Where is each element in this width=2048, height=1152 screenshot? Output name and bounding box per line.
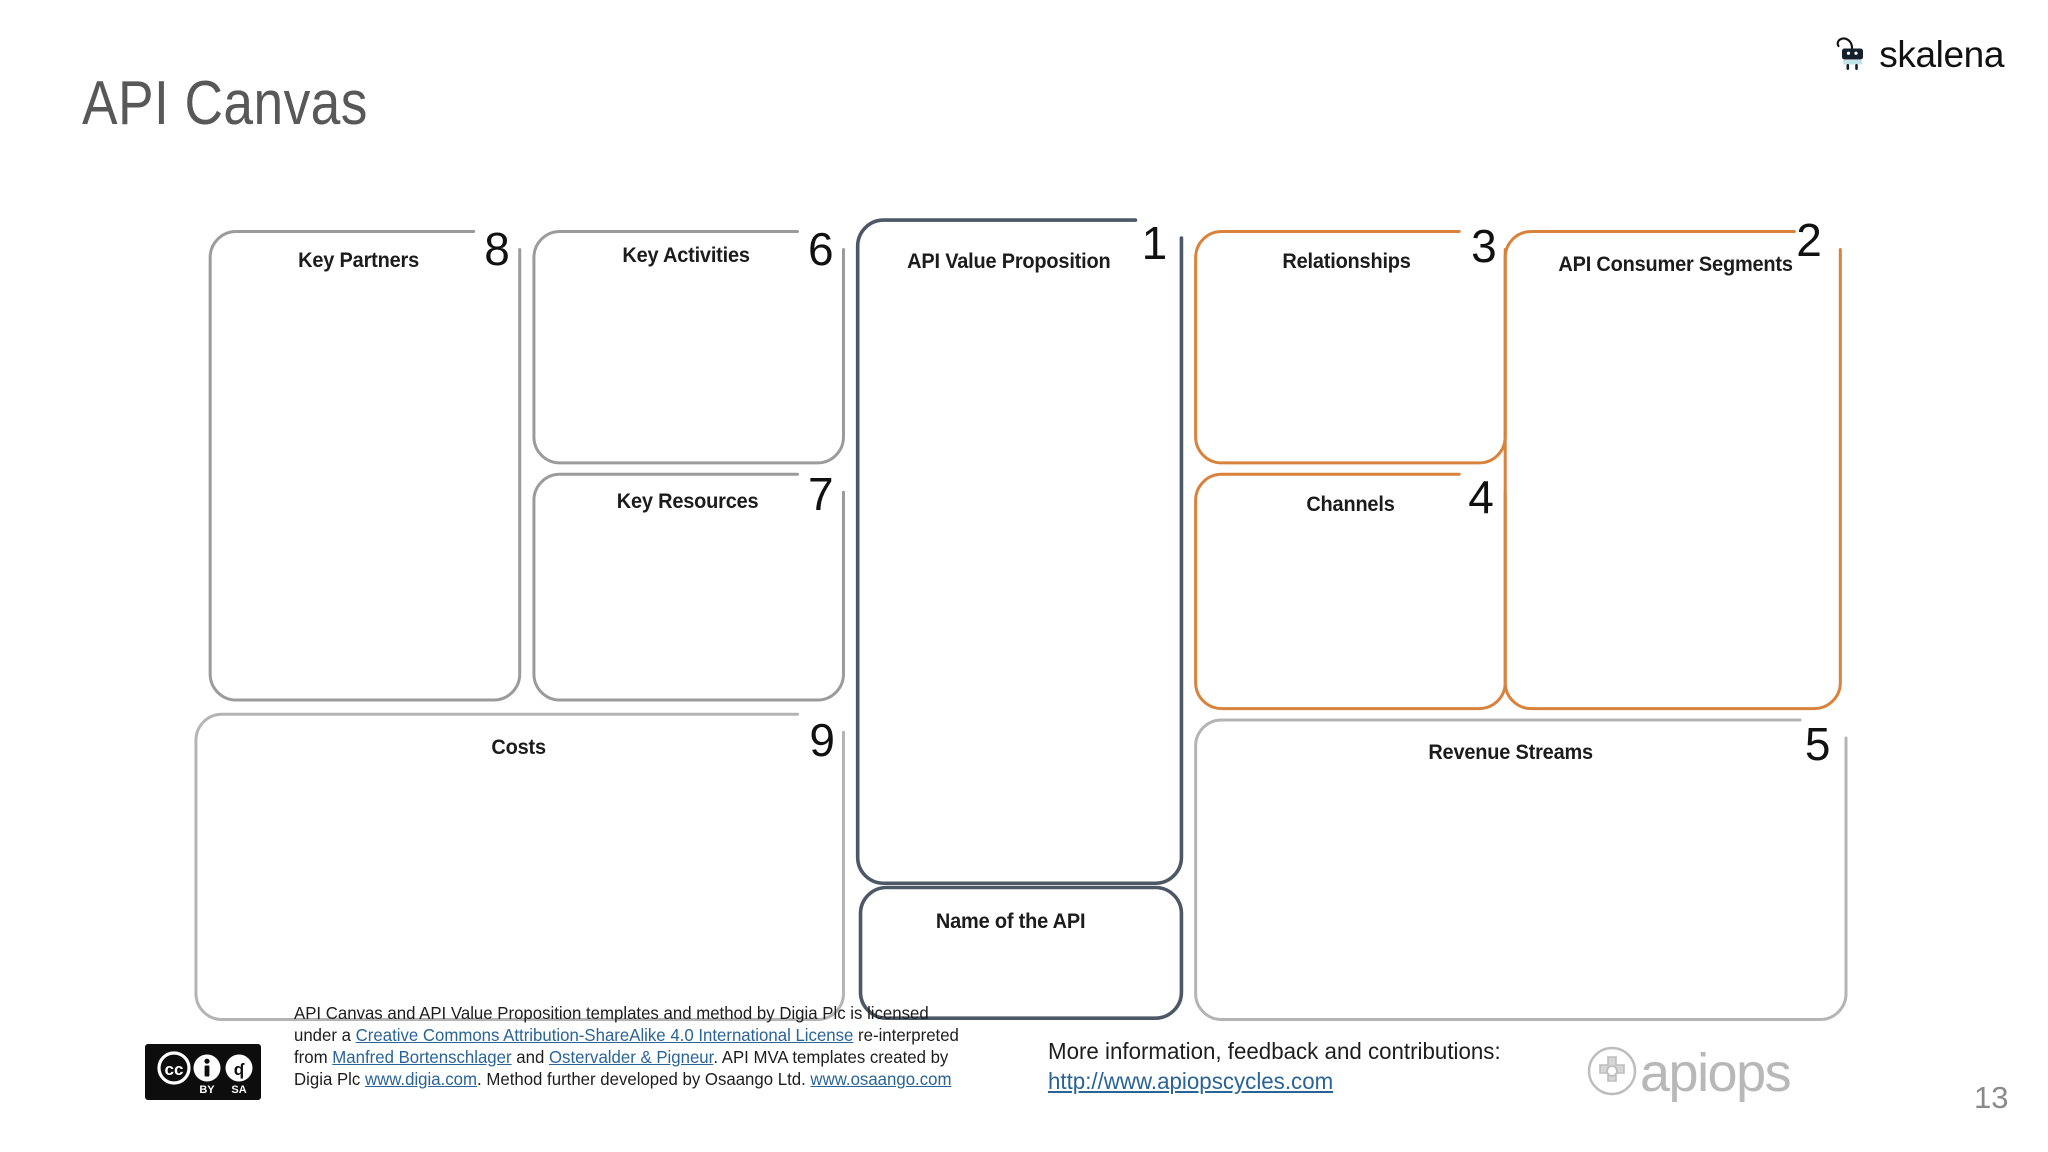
page-title: API Canvas [82, 69, 368, 138]
canvas-label-api-consumer-segments: API Consumer Segments [1558, 252, 1793, 276]
contributions-block: More information, feedback and contribut… [1048, 1036, 1515, 1096]
license-link-osaango[interactable]: www.osaango.com [810, 1069, 952, 1089]
license-part-3: and [511, 1047, 549, 1067]
license-part-1: API Canvas and API Value Proposition tem… [294, 1003, 929, 1045]
canvas-number-relationships: 3 [1471, 219, 1497, 272]
license-part-5: . Method further developed by Osaango Lt… [477, 1069, 811, 1089]
apiopscycles-link[interactable]: http://www.apiopscycles.com [1048, 1068, 1334, 1094]
creative-commons-badge-icon: cc ʠ BY SA [145, 1044, 261, 1100]
canvas-label-name-of-the-api: Name of the API [935, 910, 1085, 934]
apiops-wordmark: apiops [1640, 1043, 1792, 1103]
license-link-ostervalder[interactable]: Ostervalder & Pigneur [548, 1047, 714, 1067]
license-paragraph: API Canvas and API Value Proposition tem… [294, 1002, 966, 1090]
svg-text:ʠ: ʠ [234, 1060, 245, 1079]
canvas-label-revenue-streams: Revenue Streams [1428, 741, 1594, 765]
canvas-label-api-value-proposition: API Value Proposition [907, 249, 1111, 273]
globe-icon [1586, 1045, 1638, 1102]
contributions-label: More information, feedback and contribut… [1048, 1038, 1501, 1064]
license-link-digia[interactable]: www.digia.com [364, 1069, 478, 1089]
apiops-logo: apiops [1586, 1042, 1792, 1104]
license-link-cc[interactable]: Creative Commons Attribution-ShareAlike … [355, 1025, 854, 1045]
canvas-label-key-partners: Key Partners [298, 248, 420, 272]
canvas-number-key-activities: 6 [807, 222, 834, 275]
canvas-label-key-activities: Key Activities [622, 244, 750, 268]
canvas-label-key-resources: Key Resources [617, 489, 759, 513]
license-part-2: re-interpreted from [294, 1025, 959, 1067]
license-link-bortenschlager[interactable]: Manfred Bortenschlager [332, 1047, 512, 1067]
svg-text:SA: SA [231, 1084, 246, 1096]
svg-text:BY: BY [199, 1084, 215, 1096]
skalena-logo: skalena [1835, 34, 2004, 76]
canvas-label-relationships: Relationships [1282, 249, 1412, 273]
canvas-number-key-resources: 7 [807, 468, 834, 521]
license-part-4: . API MVA templates created by Digia Plc [294, 1047, 949, 1089]
brand-name: skalena [1879, 34, 2004, 75]
page-number: 13 [1974, 1080, 2009, 1115]
canvas-label-channels: Channels [1305, 492, 1395, 516]
svg-text:cc: cc [165, 1060, 184, 1079]
canvas-number-api-consumer-segments: 2 [1796, 214, 1822, 267]
canvas-number-costs: 9 [809, 714, 835, 767]
canvas-number-channels: 4 [1468, 471, 1494, 524]
plug-icon [1835, 35, 1869, 76]
canvas-number-api-value-proposition: 1 [1141, 217, 1168, 270]
canvas-number-key-partners: 8 [484, 222, 510, 275]
canvas-label-costs: Costs [491, 735, 546, 759]
canvas-number-revenue-streams: 5 [1804, 718, 1831, 771]
